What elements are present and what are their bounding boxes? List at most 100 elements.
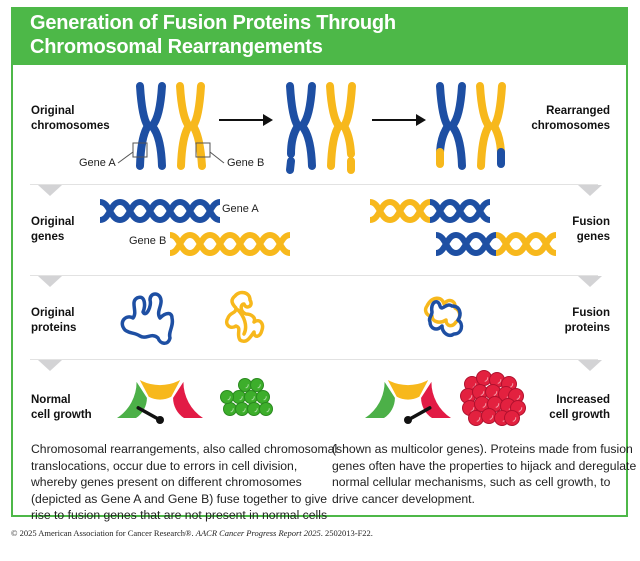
label-line: Increased (556, 394, 610, 406)
description-right: (shown as multicolor genes). Proteins ma… (332, 441, 636, 507)
copyright-footer: © 2025 American Association for Cancer R… (11, 528, 373, 538)
down-arrow-icon (38, 360, 62, 371)
label-line: Fusion (572, 307, 610, 319)
fusion-protein (423, 296, 464, 338)
down-arrow-icon (38, 276, 62, 287)
yellow-chromosome-original (176, 82, 206, 170)
gene-b-helix (169, 232, 291, 256)
label-line: genes (576, 231, 610, 243)
cell (220, 390, 234, 404)
figure-title: Generation of Fusion Proteins Through Ch… (30, 11, 396, 59)
gauge-hub (404, 416, 412, 424)
helix-strand (229, 232, 251, 256)
increased-growth-gauge (365, 380, 451, 424)
cell (256, 390, 270, 404)
description-line: genes often have the properties to hijac… (332, 458, 637, 473)
cell (259, 402, 273, 416)
label-line: cell growth (549, 409, 610, 421)
arrow-icon (219, 114, 273, 126)
gene-b-caption: Gene B (227, 157, 265, 169)
cell (468, 410, 484, 426)
copyright-text: © 2025 American Association for Cancer R… (11, 528, 196, 538)
label-line: Original (31, 307, 75, 319)
yellow-protein (224, 290, 265, 344)
fusion-gene-helix-1 (369, 199, 491, 223)
helix-strand (455, 232, 477, 256)
gauge-green-segment (117, 381, 147, 418)
section-divider (30, 275, 598, 276)
fusion-genes-label: Fusion genes (520, 215, 610, 245)
arrow-icon (372, 114, 426, 126)
gene-a-leader (117, 151, 134, 164)
helix-strand (159, 199, 181, 223)
rearranged-chromosomes-label: Rearranged chromosomes (520, 104, 610, 134)
description-line: (shown as multicolor genes). Proteins ma… (332, 442, 633, 456)
helix-strand (269, 232, 291, 256)
helix-strand (429, 199, 451, 223)
blue-chromosome-original (136, 82, 166, 170)
helix-strand (209, 232, 231, 256)
helix-strand (495, 232, 517, 256)
gene-a-helix (99, 199, 221, 223)
description-line: (depicted as Gene A and Gene B) fuse tog… (31, 491, 328, 506)
label-line: genes (31, 231, 65, 243)
description-line: translocations, occur due to errors in c… (31, 458, 298, 473)
gene-b-helix-caption: Gene B (129, 235, 167, 247)
label-line: proteins (31, 322, 77, 334)
cell (244, 390, 258, 404)
cell (250, 378, 264, 392)
gauge-hub (156, 416, 164, 424)
helix-strand (189, 232, 211, 256)
helix-strand (169, 232, 191, 256)
label-line: Original (31, 216, 75, 228)
cell (504, 410, 520, 426)
down-arrow-icon (578, 360, 602, 371)
helix-strand (389, 199, 411, 223)
original-genes-label: Original genes (31, 215, 74, 245)
cell (481, 408, 497, 424)
cell (238, 378, 252, 392)
helix-strand (249, 232, 271, 256)
description-line: drive cancer development. (332, 491, 475, 506)
title-line-1: Generation of Fusion Proteins Through (30, 12, 396, 34)
gauge-green-segment (365, 381, 395, 418)
original-proteins-label: Original proteins (31, 306, 76, 336)
helix-strand (139, 199, 161, 223)
normal-growth-gauge (117, 380, 203, 424)
label-line: chromosomes (531, 120, 610, 132)
blue-protein (120, 292, 175, 345)
helix-strand (475, 232, 497, 256)
fusion-gene-helix-2 (435, 232, 557, 256)
helix-strand (369, 199, 391, 223)
description-line: whereby genes present on different chrom… (31, 475, 302, 489)
cell (223, 402, 237, 416)
helix-strand (515, 232, 537, 256)
gauge-needle (406, 406, 432, 422)
gene-b-box (195, 142, 211, 158)
yellow-chromosome-rearranged (476, 82, 506, 170)
normal-growth-label: Normal cell growth (31, 393, 92, 423)
gene-a-helix-caption: Gene A (222, 203, 259, 215)
original-chromosomes-label: Original chromosomes (31, 104, 110, 134)
helix-strand (119, 199, 141, 223)
label-line: Fusion (572, 216, 610, 228)
gene-a-box (132, 142, 148, 158)
helix-strand (535, 232, 557, 256)
label-line: cell growth (31, 409, 92, 421)
section-divider (30, 184, 598, 185)
figure-code: . 2502013-F22. (320, 528, 373, 538)
down-arrow-icon (578, 276, 602, 287)
cell (247, 402, 261, 416)
helix-strand (409, 199, 431, 223)
figure-frame (11, 7, 628, 517)
helix-strand (99, 199, 121, 223)
helix-strand (435, 232, 457, 256)
gauge-needle (136, 406, 162, 422)
cell (476, 370, 492, 386)
report-title: AACR Cancer Progress Report 2025 (195, 528, 321, 538)
cell (232, 390, 246, 404)
description-line: rise to fusion genes that are not presen… (31, 508, 328, 522)
